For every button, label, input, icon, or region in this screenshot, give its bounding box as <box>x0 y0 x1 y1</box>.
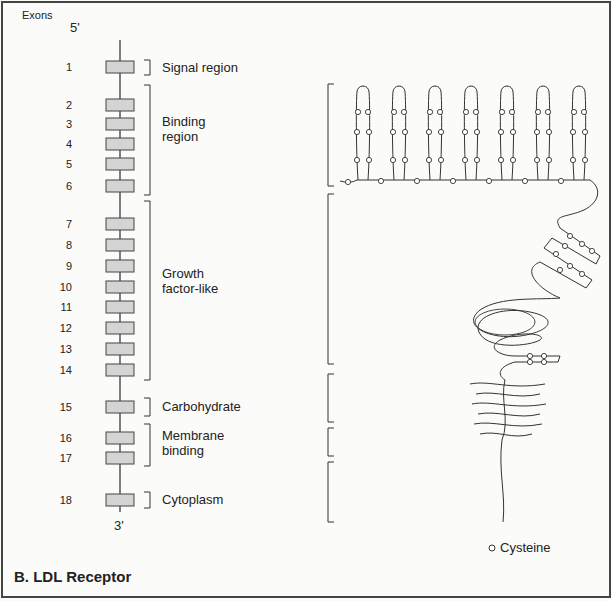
exon-number: 14 <box>48 364 72 377</box>
region-label: Growth factor-like <box>162 267 242 297</box>
strand-end: 5' <box>70 21 80 36</box>
figure-caption: B. LDL Receptor <box>14 568 131 585</box>
region-label: Carbohydrate <box>162 400 241 415</box>
exon-number: 6 <box>48 180 72 193</box>
strand-end: 3' <box>114 519 124 534</box>
exon-number: 12 <box>48 322 72 335</box>
exon-number: 17 <box>48 452 72 465</box>
exon-number: 11 <box>48 301 72 314</box>
exon-number: 18 <box>48 494 72 507</box>
region-label: Cytoplasm <box>162 493 223 508</box>
exon-number: 5 <box>48 158 72 171</box>
protein-brackets <box>328 84 334 522</box>
exon-number: 8 <box>48 239 72 252</box>
exon-number: 1 <box>48 61 72 74</box>
column-heading: Exons <box>22 9 53 22</box>
legend-symbol <box>489 545 495 551</box>
exon-number: 10 <box>48 281 72 294</box>
exon-number: 7 <box>48 218 72 231</box>
legend-text: Cysteine <box>500 541 551 556</box>
protein-chain <box>340 86 600 522</box>
exon-number: 9 <box>48 260 72 273</box>
region-label: Binding region <box>162 115 242 145</box>
exon-number: 16 <box>48 432 72 445</box>
exon-number: 4 <box>48 138 72 151</box>
exon-number: 2 <box>48 99 72 112</box>
region-brackets <box>144 60 150 508</box>
exon-number: 13 <box>48 343 72 356</box>
region-label: Signal region <box>162 61 238 76</box>
exon-number: 15 <box>48 401 72 414</box>
exon-column <box>106 40 134 512</box>
region-label: Membrane binding <box>162 429 242 459</box>
exon-number: 3 <box>48 118 72 131</box>
